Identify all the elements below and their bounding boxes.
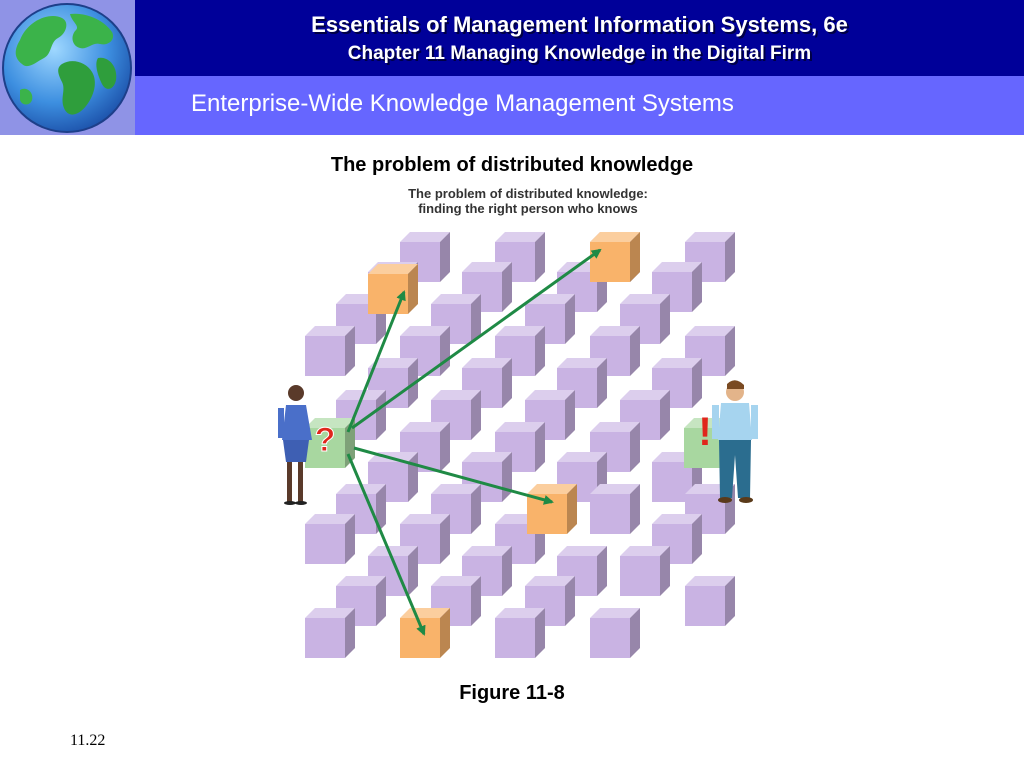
- knowledge-cube-50: [590, 608, 640, 658]
- expert-cube-3: [527, 484, 577, 534]
- people: ?!: [278, 380, 758, 505]
- search-arrow-4: [346, 453, 426, 636]
- exclamation-mark-icon: !: [698, 410, 711, 454]
- woman-seeker-icon: [278, 385, 312, 505]
- header-banner: Essentials of Management Information Sys…: [135, 0, 1024, 76]
- slide-heading: The problem of distributed knowledge: [330, 154, 694, 176]
- slide-number: 11.22: [70, 732, 106, 749]
- expert-cube-1: [368, 264, 418, 314]
- knowledge-cube-48: [305, 608, 355, 658]
- knowledge-cube-45: [431, 576, 481, 626]
- knowledge-cube-12: [305, 326, 355, 376]
- knowledge-cube-20: [652, 358, 702, 408]
- knowledge-cube-34: [590, 484, 640, 534]
- knowledge-cube-18: [462, 358, 512, 408]
- figure-title-line-2: finding the right person who knows: [418, 201, 638, 216]
- knowledge-cube-43: [620, 546, 670, 596]
- knowledge-cube-37: [400, 514, 450, 564]
- expert-cube-2: [590, 232, 640, 282]
- figure-title-line-1: The problem of distributed knowledge:: [408, 186, 648, 201]
- section-title: Enterprise-Wide Knowledge Management Sys…: [191, 90, 734, 117]
- cube-grid: [305, 232, 735, 658]
- question-mark-icon: ?: [315, 421, 336, 459]
- book-title: Essentials of Management Information Sys…: [311, 12, 848, 37]
- search-arrows: [346, 248, 602, 636]
- section-banner: Enterprise-Wide Knowledge Management Sys…: [135, 76, 1024, 135]
- globe-icon: [2, 3, 132, 133]
- chapter-title: Chapter 11 Managing Knowledge in the Dig…: [347, 43, 812, 64]
- globe-logo-panel: [0, 0, 136, 135]
- search-arrow-3: [353, 446, 554, 505]
- knowledge-cube-39: [652, 514, 702, 564]
- knowledge-cube-36: [305, 514, 355, 564]
- knowledge-cube-49: [495, 608, 545, 658]
- search-arrow-2: [351, 248, 602, 430]
- man-knower-icon: [712, 380, 758, 503]
- knowledge-cube-44: [336, 576, 386, 626]
- knowledge-cube-5: [462, 262, 512, 312]
- search-arrow-1: [346, 290, 406, 433]
- figure-caption: Figure 11-8: [459, 682, 565, 704]
- knowledge-cube-47: [685, 576, 735, 626]
